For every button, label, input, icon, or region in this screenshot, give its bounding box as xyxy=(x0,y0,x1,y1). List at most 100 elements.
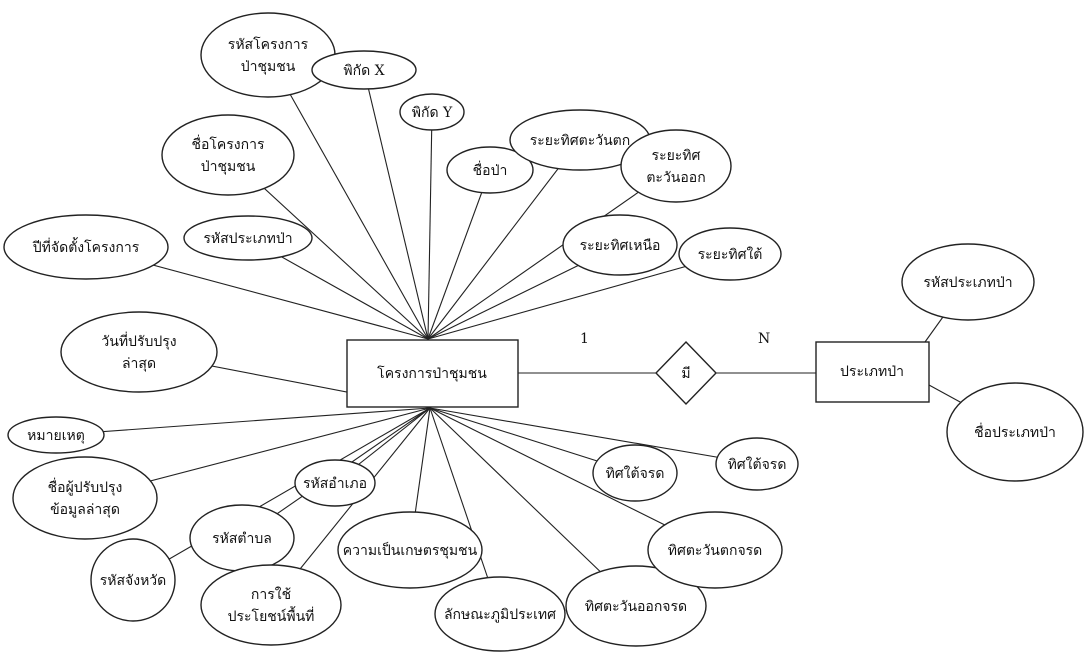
project-attribute-line xyxy=(363,69,429,340)
project-attribute-7-shape xyxy=(183,215,313,261)
project-attribute-22-label: ทิศใต้จรด xyxy=(606,465,665,482)
project-attribute-19[interactable]: ลักษณะภูมิประเทศ xyxy=(434,576,566,652)
forest-type-attribute-0[interactable]: รหัสประเภทป่า xyxy=(901,243,1035,321)
forest-type-attribute-0-shape xyxy=(901,243,1035,321)
project-attribute-line xyxy=(427,169,491,340)
project-attribute-11-label: วันที่ปรับปรุง xyxy=(101,332,176,350)
project-attribute-1-shape xyxy=(311,50,417,90)
project-attribute-6-shape xyxy=(620,129,732,203)
project-attribute-line xyxy=(427,111,433,340)
project-attribute-3-shape xyxy=(161,114,295,196)
project-attribute-16-shape xyxy=(90,538,176,622)
project-attribute-4-label: ชื่อป่า xyxy=(473,161,508,179)
cardinality-many: N xyxy=(758,331,770,347)
project-attribute-17-label: ความเป็นเกษตรชุมชน xyxy=(343,541,478,559)
forest-type-attribute-1-label: ชื่อประเภทป่า xyxy=(974,423,1056,441)
project-attribute-9[interactable]: ระยะทิศเหนือ xyxy=(562,214,678,276)
project-attribute-20[interactable]: ทิศตะวันออกจรด xyxy=(565,565,707,647)
project-attribute-14-label: รหัสอำเภอ xyxy=(303,476,367,492)
project-attribute-0-label: ป่าชุมชน xyxy=(241,59,296,75)
project-attribute-13-shape xyxy=(12,456,158,540)
entity-forest-type[interactable]: ประเภทป่า xyxy=(815,341,930,403)
project-attribute-23-label: ทิศใต้จรด xyxy=(728,456,787,473)
entity-project-label: โครงการป่าชุมชน xyxy=(377,365,487,382)
project-attribute-3-label: ชื่อโครงการ xyxy=(191,135,264,153)
project-attribute-7-label: รหัสประเภทป่า xyxy=(203,231,292,247)
project-attribute-17[interactable]: ความเป็นเกษตรชุมชน xyxy=(337,511,483,589)
project-attribute-10[interactable]: ระยะทิศใต้ xyxy=(678,227,782,281)
project-attribute-18-shape xyxy=(200,564,342,646)
project-attribute-6-label: ตะวันออก xyxy=(646,170,705,186)
project-attribute-2[interactable]: พิกัด Y xyxy=(399,93,465,131)
project-attribute-15-label: รหัสตำบล xyxy=(212,531,272,547)
project-attribute-11-label: ล่าสุด xyxy=(122,356,156,372)
project-attribute-12[interactable]: หมายเหตุ xyxy=(7,416,105,454)
project-attribute-line xyxy=(427,253,731,340)
project-attribute-line xyxy=(427,165,677,340)
project-attribute-10-shape xyxy=(678,227,782,281)
project-attribute-15[interactable]: รหัสตำบล xyxy=(189,504,295,572)
project-attribute-5[interactable]: ระยะทิศตะวันตก xyxy=(509,109,651,171)
project-attribute-9-label: ระยะทิศเหนือ xyxy=(580,238,661,254)
project-attribute-8[interactable]: ปีที่จัดตั้งโครงการ xyxy=(3,214,169,280)
project-attribute-9-shape xyxy=(562,214,678,276)
project-attribute-line xyxy=(55,407,431,436)
project-attribute-2-shape xyxy=(399,93,465,131)
project-attribute-16-label: รหัสจังหวัด xyxy=(100,573,167,589)
project-attribute-16[interactable]: รหัสจังหวัด xyxy=(90,538,176,622)
project-attribute-14[interactable]: รหัสอำเภอ xyxy=(294,459,376,507)
project-attribute-11[interactable]: วันที่ปรับปรุงล่าสุด xyxy=(60,311,218,393)
project-attribute-11-shape xyxy=(60,311,218,393)
project-attribute-22[interactable]: ทิศใต้จรด xyxy=(592,444,678,502)
project-attribute-23[interactable]: ทิศใต้จรด xyxy=(715,437,799,491)
project-attribute-17-shape xyxy=(337,511,483,589)
project-attribute-21-label: ทิศตะวันตกจรด xyxy=(668,543,763,559)
project-attribute-18[interactable]: การใช้ประโยชน์พื้นที่ xyxy=(200,564,342,646)
project-attribute-20-label: ทิศตะวันออกจรด xyxy=(585,599,687,615)
project-attribute-3-label: ป่าชุมชน xyxy=(201,159,256,175)
project-attribute-7[interactable]: รหัสประเภทป่า xyxy=(183,215,313,261)
relationship-has-label: มี xyxy=(681,366,690,382)
attribute-ellipses: รหัสโครงการป่าชุมชนพิกัด Xพิกัด Yชื่อโคร… xyxy=(3,12,1084,652)
project-attribute-14-shape xyxy=(294,459,376,507)
project-attribute-6-label: ระยะทิศ xyxy=(652,148,701,164)
project-attribute-5-label: ระยะทิศตะวันตก xyxy=(530,133,631,149)
project-attribute-13-label: ชื่อผู้ปรับปรุง xyxy=(48,478,123,496)
project-attribute-10-label: ระยะทิศใต้ xyxy=(698,246,763,263)
project-attribute-22-shape xyxy=(592,444,678,502)
project-attribute-13[interactable]: ชื่อผู้ปรับปรุงข้อมูลล่าสุด xyxy=(12,456,158,540)
project-attribute-1-label: พิกัด X xyxy=(343,63,384,79)
project-attribute-12-shape xyxy=(7,416,105,454)
project-attribute-line xyxy=(427,139,581,340)
project-attribute-line xyxy=(429,407,758,465)
project-attribute-line xyxy=(267,54,429,340)
project-attribute-18-label: การใช้ xyxy=(251,586,291,603)
project-attribute-0-shape xyxy=(200,12,336,98)
project-attribute-8-shape xyxy=(3,214,169,280)
project-attribute-1[interactable]: พิกัด X xyxy=(311,50,417,90)
entity-forest-type-label: ประเภทป่า xyxy=(840,364,904,380)
project-attribute-13-label: ข้อมูลล่าสุด xyxy=(50,502,120,518)
project-attribute-4-shape xyxy=(446,146,534,194)
project-attribute-4[interactable]: ชื่อป่า xyxy=(446,146,534,194)
project-attribute-0-label: รหัสโครงการ xyxy=(228,36,309,53)
project-attribute-21[interactable]: ทิศตะวันตกจรด xyxy=(647,511,783,589)
relationship-has[interactable]: มี xyxy=(655,340,717,406)
cardinality-one: 1 xyxy=(580,331,589,347)
forest-type-attribute-1[interactable]: ชื่อประเภทป่า xyxy=(946,382,1084,482)
project-attribute-12-label: หมายเหตุ xyxy=(27,428,85,444)
entity-project[interactable]: โครงการป่าชุมชน xyxy=(346,339,519,408)
forest-type-attribute-0-label: รหัสประเภทป่า xyxy=(923,275,1012,291)
project-attribute-8-label: ปีที่จัดตั้งโครงการ xyxy=(32,237,139,256)
project-attribute-18-label: ประโยชน์พื้นที่ xyxy=(228,606,315,625)
project-attribute-6[interactable]: ระยะทิศตะวันออก xyxy=(620,129,732,203)
project-attribute-20-shape xyxy=(565,565,707,647)
forest-type-attribute-1-shape xyxy=(946,382,1084,482)
project-attribute-23-shape xyxy=(715,437,799,491)
project-attribute-21-shape xyxy=(647,511,783,589)
project-attribute-2-label: พิกัด Y xyxy=(412,105,453,121)
project-attribute-line xyxy=(132,407,431,581)
